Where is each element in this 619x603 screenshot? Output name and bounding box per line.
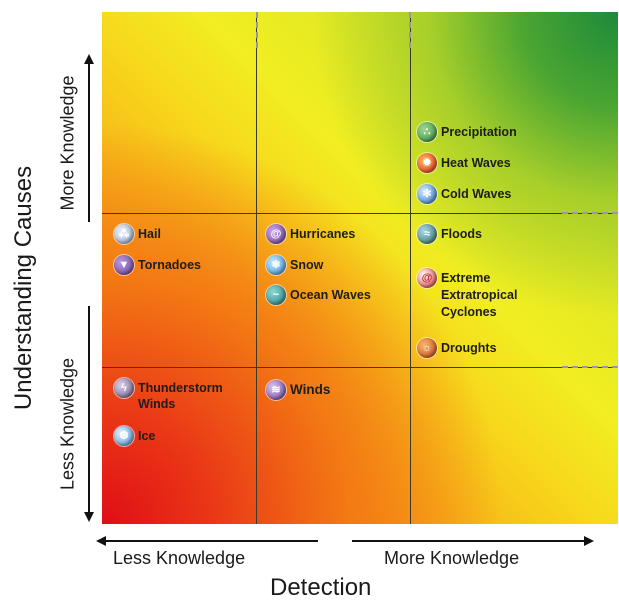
x-axis-high-label: More Knowledge — [384, 548, 520, 568]
x-axis-arrowhead-left — [96, 536, 106, 546]
sun-icon: ✹ — [417, 153, 437, 173]
hazard-label: Snow — [290, 258, 324, 272]
dashed-extension-top-1 — [256, 12, 258, 48]
hazard-precipitation: ∴ Precipitation — [417, 122, 517, 142]
flood-icon: ≈ — [417, 224, 437, 244]
hail-icon: ⁂ — [114, 224, 134, 244]
cyclone-icon: @ — [417, 268, 437, 288]
y-axis-arrowhead-up — [84, 54, 94, 64]
hazard-winds: ≋ Winds — [266, 380, 330, 400]
rain-drops-icon: ∴ — [417, 122, 437, 142]
wind-icon: ≋ — [266, 380, 286, 400]
knowledge-matrix: ∴ Precipitation ✹ Heat Waves ✻ Cold Wave… — [102, 12, 618, 524]
hazard-extreme-extratropical-cyclones: @ Extreme Extratropical Cyclones — [417, 268, 517, 321]
x-axis-arrow-left — [104, 540, 318, 542]
hazard-label: Hail — [138, 227, 161, 241]
grid-line-horizontal-2 — [102, 367, 618, 368]
ice-icon: ❆ — [114, 426, 134, 446]
hazard-label: Hurricanes — [290, 227, 356, 241]
hazard-label: Extreme Extratropical Cyclones — [441, 268, 517, 321]
dashed-extension-top-2 — [409, 12, 411, 48]
y-axis-arrow-lower — [88, 306, 90, 512]
hazard-tornadoes: ▼ Tornadoes — [114, 255, 201, 275]
hazard-heat-waves: ✹ Heat Waves — [417, 153, 511, 173]
hurricane-icon: @ — [266, 224, 286, 244]
hazard-label: Cold Waves — [441, 187, 512, 201]
hazard-hurricanes: @ Hurricanes — [266, 224, 355, 244]
x-axis-low-label: Less Knowledge — [113, 548, 246, 568]
hazard-label: Winds — [290, 382, 331, 397]
hazard-label: Ice — [138, 429, 156, 443]
tornado-icon: ▼ — [114, 255, 134, 275]
wave-icon: ~ — [266, 285, 286, 305]
drought-icon: ☼ — [417, 338, 437, 358]
hazard-label-line-3: Cyclones — [441, 305, 497, 319]
grid-line-horizontal-1 — [102, 213, 618, 214]
hazard-label-line-2: Extratropical — [441, 288, 518, 302]
hazard-label: Tornadoes — [138, 258, 201, 272]
hazard-label-line-1: Extreme — [441, 271, 491, 285]
hazard-label-line-1: Thunderstorm — [138, 381, 223, 395]
snowflake-icon: ❄ — [266, 255, 286, 275]
hazard-label: Thunderstorm Winds — [138, 378, 223, 412]
y-axis-low-label: Less Knowledge — [57, 357, 78, 491]
hazard-thunderstorm-winds: ϟ Thunderstorm Winds — [114, 378, 223, 412]
snowflake-cold-icon: ✻ — [417, 184, 437, 204]
hazard-hail: ⁂ Hail — [114, 224, 161, 244]
hazard-label: Heat Waves — [441, 156, 511, 170]
y-axis-arrowhead-down — [84, 512, 94, 522]
grid-line-vertical-1 — [256, 12, 257, 524]
y-axis-arrow-upper — [88, 62, 90, 222]
x-axis-arrowhead-right — [584, 536, 594, 546]
hazard-floods: ≈ Floods — [417, 224, 482, 244]
hazard-cold-waves: ✻ Cold Waves — [417, 184, 511, 204]
x-axis-arrow-right — [352, 540, 584, 542]
dashed-extension-right-1 — [562, 212, 618, 214]
hazard-ice: ❆ Ice — [114, 426, 155, 446]
y-axis-high-label: More Knowledge — [57, 75, 78, 211]
hazard-label: Precipitation — [441, 125, 517, 139]
thunderstorm-icon: ϟ — [114, 378, 134, 398]
hazard-droughts: ☼ Droughts — [417, 338, 497, 358]
hazard-label: Floods — [441, 227, 482, 241]
y-axis-title: Understanding Causes — [10, 165, 37, 411]
hazard-label: Droughts — [441, 341, 497, 355]
hazard-snow: ❄ Snow — [266, 255, 323, 275]
hazard-label-line-2: Winds — [138, 397, 176, 411]
grid-line-vertical-2 — [410, 12, 411, 524]
hazard-ocean-waves: ~ Ocean Waves — [266, 285, 371, 305]
hazard-label: Ocean Waves — [290, 288, 371, 302]
dashed-extension-right-2 — [562, 366, 618, 368]
x-axis-title: Detection — [270, 574, 372, 601]
